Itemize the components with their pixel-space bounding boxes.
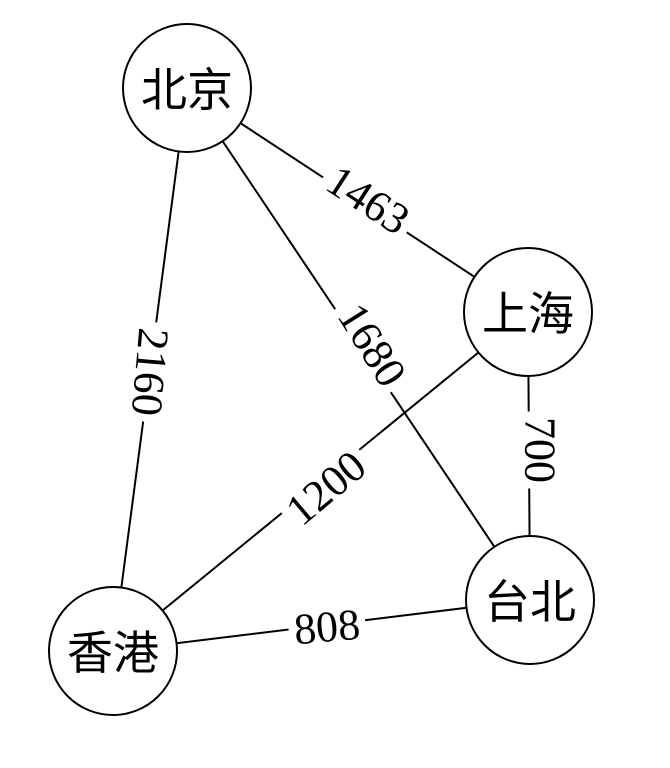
node-taipei: 台北 <box>465 535 595 665</box>
node-label: 北京 <box>141 63 233 117</box>
edge-label-background <box>286 603 368 651</box>
node-circle <box>465 535 595 665</box>
node-label: 香港 <box>67 626 159 680</box>
node-shanghai: 上海 <box>463 247 593 377</box>
node-hongkong: 香港 <box>48 586 178 716</box>
node-label: 上海 <box>482 287 574 341</box>
node-label: 台北 <box>484 575 576 629</box>
node-circle <box>48 586 178 716</box>
edge-label-background <box>274 440 378 536</box>
edge-label-shanghai-taipei: 700 <box>516 411 565 489</box>
edge-label-beijing-hongkong: 2160 <box>122 320 178 424</box>
edge-weight-text: 700 <box>516 417 565 483</box>
edge-label-hongkong-taipei: 808 <box>286 600 368 655</box>
edge-label-background <box>520 411 560 489</box>
edge-weight-text: 2160 <box>122 326 178 418</box>
node-beijing: 北京 <box>122 23 252 153</box>
node-circle <box>463 247 593 377</box>
edge-label-beijing-taipei: 1680 <box>328 291 416 399</box>
edge-label-background <box>125 320 175 424</box>
edge-weight-text: 808 <box>292 600 362 655</box>
edge-label-shanghai-hongkong: 1200 <box>274 440 378 536</box>
edge-label-background <box>315 155 421 245</box>
edge-label-background <box>328 291 416 399</box>
node-circle <box>122 23 252 153</box>
